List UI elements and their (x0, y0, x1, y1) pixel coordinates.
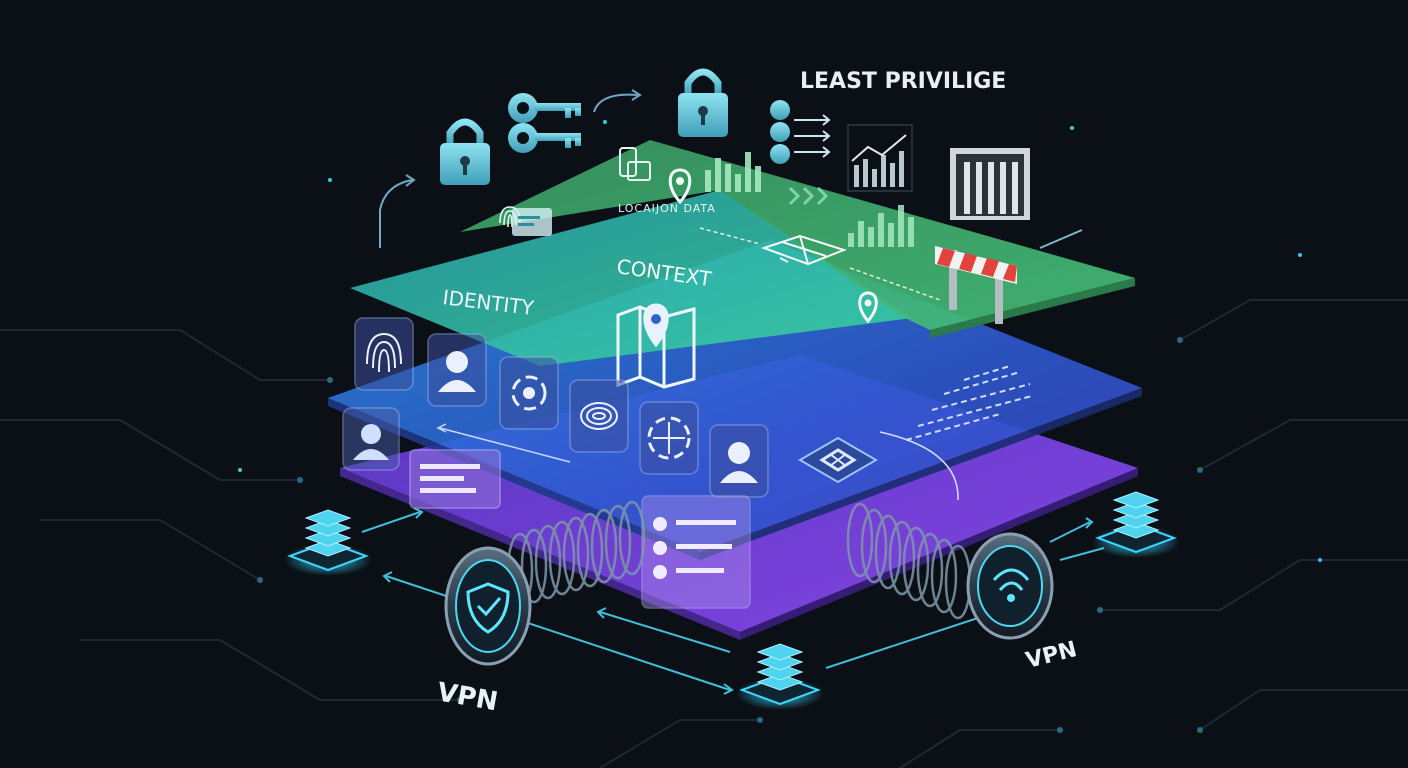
context-layer (350, 190, 912, 366)
profile-card (409, 449, 501, 509)
fingerprint-icon (569, 379, 629, 453)
dashed-connector (699, 227, 761, 245)
location-pin-icon (858, 291, 878, 324)
bar-chart-icon (847, 124, 913, 192)
wifi-tunnel-icon (846, 502, 1054, 640)
server-stack-icon (736, 643, 824, 710)
user-icon (342, 407, 400, 471)
bar-chart-icon (705, 152, 761, 192)
face-scan-icon (639, 401, 699, 475)
id-card-icon (512, 208, 552, 236)
iris-scan-icon (499, 356, 559, 430)
key-arrows-icon (770, 100, 831, 164)
user-icon (427, 333, 487, 407)
least-privilege-layer (460, 140, 1135, 338)
padlock-icon (678, 68, 728, 137)
location-pin-icon (668, 168, 692, 205)
server-stack-icon (284, 509, 372, 576)
profile-card (641, 495, 751, 609)
arrow-icon (1039, 229, 1083, 249)
server-stack-icon (1092, 491, 1180, 558)
arrow-icon (879, 431, 959, 501)
phone-icon (619, 147, 651, 181)
arrow-icon (379, 89, 642, 248)
network-arrows (361, 507, 1105, 695)
map-grid-icon (760, 234, 848, 266)
chevrons-icon (788, 186, 829, 206)
least-privilege-title: LEAST PRIVILIGE (800, 69, 1006, 94)
circuit-traces (0, 299, 1408, 768)
identity-tiles (354, 317, 769, 498)
padlock-icon (440, 118, 490, 185)
fingerprint-icon (354, 317, 414, 391)
vpn-label-left: VPN (435, 677, 500, 717)
user-icon (709, 424, 769, 498)
arrow-head (436, 423, 447, 433)
barrier-icon (935, 246, 1017, 324)
location-data-label: LOCAIJON DATA (618, 202, 716, 215)
vpn-shield-tunnel-icon (444, 500, 646, 666)
circuit-nodes (238, 120, 1322, 733)
vpn-label-right: VPN (1023, 637, 1079, 674)
bar-chart-icon (848, 205, 914, 247)
data-lines (905, 365, 1033, 441)
access-gate-icon (798, 436, 878, 484)
data-center-icon (950, 148, 1030, 220)
keys-icon (508, 93, 581, 153)
dashed-connector (849, 267, 941, 301)
arrow-icon (439, 427, 571, 463)
